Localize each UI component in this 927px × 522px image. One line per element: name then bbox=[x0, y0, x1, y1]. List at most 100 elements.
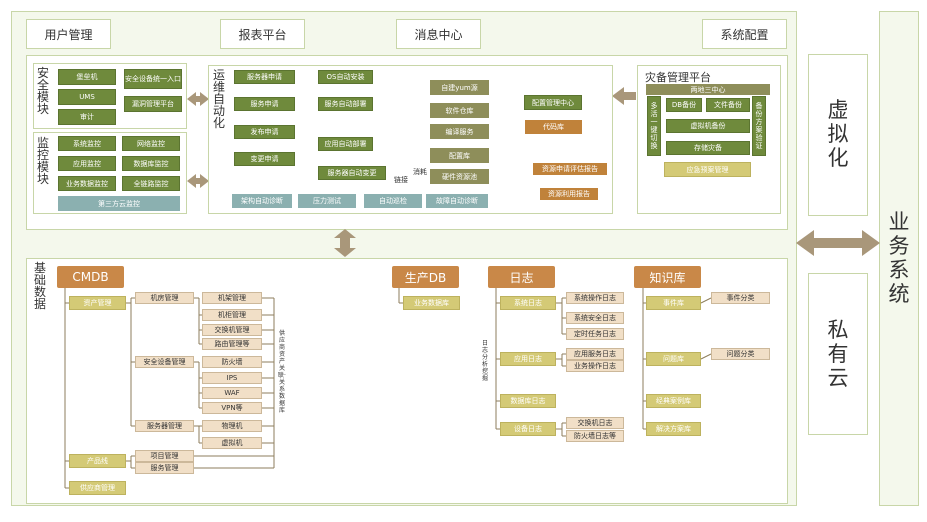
cmdb-vpn[interactable]: VPN等 bbox=[202, 402, 262, 414]
ops-link-label: 链接 bbox=[394, 176, 408, 184]
kb-problem-category[interactable]: 问题分类 bbox=[711, 348, 770, 360]
ops-service-auto-deploy[interactable]: 服务自动部署 bbox=[318, 97, 373, 111]
ops-fault-diagnosis[interactable]: 故障自动诊断 bbox=[426, 194, 488, 208]
ops-build-service[interactable]: 编译服务 bbox=[430, 124, 489, 139]
cmdb-switch-management[interactable]: 交换机管理 bbox=[202, 324, 262, 336]
prod-db-business-database[interactable]: 业务数据库 bbox=[403, 296, 460, 310]
ops-stress-test[interactable]: 压力测试 bbox=[298, 194, 356, 208]
cmdb-cabinet-management[interactable]: 机柜管理 bbox=[202, 309, 262, 321]
cmdb-header[interactable]: CMDB bbox=[57, 266, 124, 288]
base-data-title: 基础数据 bbox=[33, 261, 46, 311]
ops-yum-repo[interactable]: 自建yum源 bbox=[430, 80, 489, 95]
backup-emergency-plan[interactable]: 应急预案管理 bbox=[664, 162, 751, 177]
tab-system-config[interactable]: 系统配置 bbox=[702, 19, 787, 49]
ops-resource-apply-report[interactable]: 资源申请评估报告 bbox=[533, 163, 607, 175]
security-module-title: 安全模块 bbox=[36, 66, 49, 116]
kb-event-category[interactable]: 事件分类 bbox=[711, 292, 770, 304]
logs-system-security[interactable]: 系统安全日志 bbox=[566, 312, 624, 324]
cmdb-supplier-management[interactable]: 供应商管理 bbox=[69, 481, 126, 495]
kb-solution-library[interactable]: 解决方案库 bbox=[646, 422, 701, 436]
backup-db[interactable]: DB备份 bbox=[666, 98, 702, 112]
tab-report-platform[interactable]: 报表平台 bbox=[220, 19, 305, 49]
logs-firewall[interactable]: 防火墙日志等 bbox=[566, 430, 624, 442]
monitor-item-full-link[interactable]: 全链路监控 bbox=[122, 176, 180, 191]
tab-user-management[interactable]: 用户管理 bbox=[26, 19, 111, 49]
ops-server-auto-change[interactable]: 服务器自动变更 bbox=[318, 166, 386, 180]
backup-plan-verify[interactable]: 备份方案验证 bbox=[752, 96, 766, 156]
monitor-item-network[interactable]: 网络监控 bbox=[122, 136, 180, 151]
ops-arch-diagnosis[interactable]: 架构自动诊断 bbox=[232, 194, 292, 208]
cmdb-server-management[interactable]: 服务器管理 bbox=[135, 420, 194, 432]
prod-db-header[interactable]: 生产DB bbox=[392, 266, 459, 288]
logs-app-service[interactable]: 应用服务日志 bbox=[566, 348, 624, 360]
ops-auto-inspection[interactable]: 自动巡检 bbox=[364, 194, 422, 208]
cmdb-waf[interactable]: WAF bbox=[202, 387, 262, 399]
ops-flow-release-apply[interactable]: 发布申请 bbox=[234, 125, 295, 139]
ops-resource-usage-report[interactable]: 资源利用报告 bbox=[540, 188, 598, 200]
virtualization-label: 虚拟化 bbox=[827, 98, 849, 170]
ops-config-repo[interactable]: 配置库 bbox=[430, 148, 489, 163]
monitor-item-system[interactable]: 系统监控 bbox=[58, 136, 116, 151]
backup-file[interactable]: 文件备份 bbox=[706, 98, 750, 112]
private-cloud-label: 私有云 bbox=[827, 318, 849, 390]
ops-automation-title: 运维自动化 bbox=[212, 68, 225, 130]
monitor-item-application[interactable]: 应用监控 bbox=[58, 156, 116, 171]
monitor-item-third-party-cloud[interactable]: 第三方云监控 bbox=[58, 196, 180, 211]
tab-message-center[interactable]: 消息中心 bbox=[396, 19, 481, 49]
ops-software-repo[interactable]: 软件仓库 bbox=[430, 103, 489, 118]
ops-config-center[interactable]: 配置管理中心 bbox=[524, 95, 582, 110]
cmdb-physical-machine[interactable]: 物理机 bbox=[202, 420, 262, 432]
logs-system[interactable]: 系统日志 bbox=[500, 296, 556, 310]
logs-application[interactable]: 应用日志 bbox=[500, 352, 556, 366]
ops-flow-server-apply[interactable]: 服务器申请 bbox=[234, 70, 295, 84]
logs-header[interactable]: 日志 bbox=[488, 266, 555, 288]
ops-os-auto-install[interactable]: OS自动安装 bbox=[318, 70, 373, 84]
monitor-item-database[interactable]: 数据库监控 bbox=[122, 156, 180, 171]
monitor-module-title: 监控模块 bbox=[36, 136, 49, 186]
cmdb-virtual-machine[interactable]: 虚拟机 bbox=[202, 437, 262, 449]
cmdb-asset-management[interactable]: 资产管理 bbox=[69, 296, 126, 310]
cmdb-relation-note: 供应商资产关联·关系数据库 bbox=[278, 330, 286, 414]
kb-problem-library[interactable]: 问题库 bbox=[646, 352, 701, 366]
backup-vm[interactable]: 虚拟机备份 bbox=[666, 119, 750, 133]
cmdb-router-management[interactable]: 路由管理等 bbox=[202, 338, 262, 350]
ops-code-repo[interactable]: 代码库 bbox=[525, 120, 582, 134]
ops-consume-label: 消耗 bbox=[413, 168, 427, 176]
logs-database[interactable]: 数据库日志 bbox=[500, 394, 556, 408]
backup-title: 灾备管理平台 bbox=[645, 71, 711, 84]
cmdb-product-line[interactable]: 产品线 bbox=[69, 454, 126, 468]
backup-active-switch[interactable]: 多活一键切换 bbox=[647, 96, 661, 156]
monitor-item-business-data[interactable]: 业务数据监控 bbox=[58, 176, 116, 191]
logs-switch[interactable]: 交换机日志 bbox=[566, 417, 624, 429]
cmdb-ips[interactable]: IPS bbox=[202, 372, 262, 384]
logs-scheduled-task[interactable]: 定时任务日志 bbox=[566, 328, 624, 340]
logs-system-operation[interactable]: 系统操作日志 bbox=[566, 292, 624, 304]
backup-dual-site-three-centers[interactable]: 两地三中心 bbox=[646, 84, 770, 95]
cmdb-service-management[interactable]: 服务管理 bbox=[135, 462, 194, 474]
ops-flow-change-apply[interactable]: 变更申请 bbox=[234, 152, 295, 166]
cmdb-rack-management[interactable]: 机架管理 bbox=[202, 292, 262, 304]
ops-hardware-pool[interactable]: 硬件资源池 bbox=[430, 169, 489, 184]
security-item-ums[interactable]: UMS bbox=[58, 89, 116, 105]
security-item-audit[interactable]: 审计 bbox=[58, 109, 116, 125]
logs-business-operation[interactable]: 业务操作日志 bbox=[566, 360, 624, 372]
business-system-label: 业务系统 bbox=[888, 210, 910, 306]
logs-analysis-label: 日志分析挖掘 bbox=[481, 340, 488, 382]
security-item-device-portal[interactable]: 安全设备统一入口 bbox=[124, 69, 182, 89]
cmdb-datacenter-management[interactable]: 机房管理 bbox=[135, 292, 194, 304]
cmdb-firewall[interactable]: 防火墙 bbox=[202, 356, 262, 368]
logs-device[interactable]: 设备日志 bbox=[500, 422, 556, 436]
virtual-frame bbox=[808, 54, 868, 216]
backup-storage-dr[interactable]: 存储灾备 bbox=[666, 141, 750, 155]
kb-classic-case-library[interactable]: 经典案例库 bbox=[646, 394, 701, 408]
kb-event-library[interactable]: 事件库 bbox=[646, 296, 701, 310]
security-item-vuln-platform[interactable]: 漏洞管理平台 bbox=[124, 96, 182, 112]
security-item-bastion[interactable]: 堡垒机 bbox=[58, 69, 116, 85]
cmdb-security-device-management[interactable]: 安全设备管理 bbox=[135, 356, 194, 368]
kb-header[interactable]: 知识库 bbox=[634, 266, 701, 288]
private-cloud-frame bbox=[808, 273, 868, 435]
business-frame bbox=[879, 11, 919, 506]
ops-flow-service-apply[interactable]: 服务申请 bbox=[234, 97, 295, 111]
ops-app-auto-deploy[interactable]: 应用自动部署 bbox=[318, 137, 373, 151]
cmdb-project-management[interactable]: 项目管理 bbox=[135, 450, 194, 462]
